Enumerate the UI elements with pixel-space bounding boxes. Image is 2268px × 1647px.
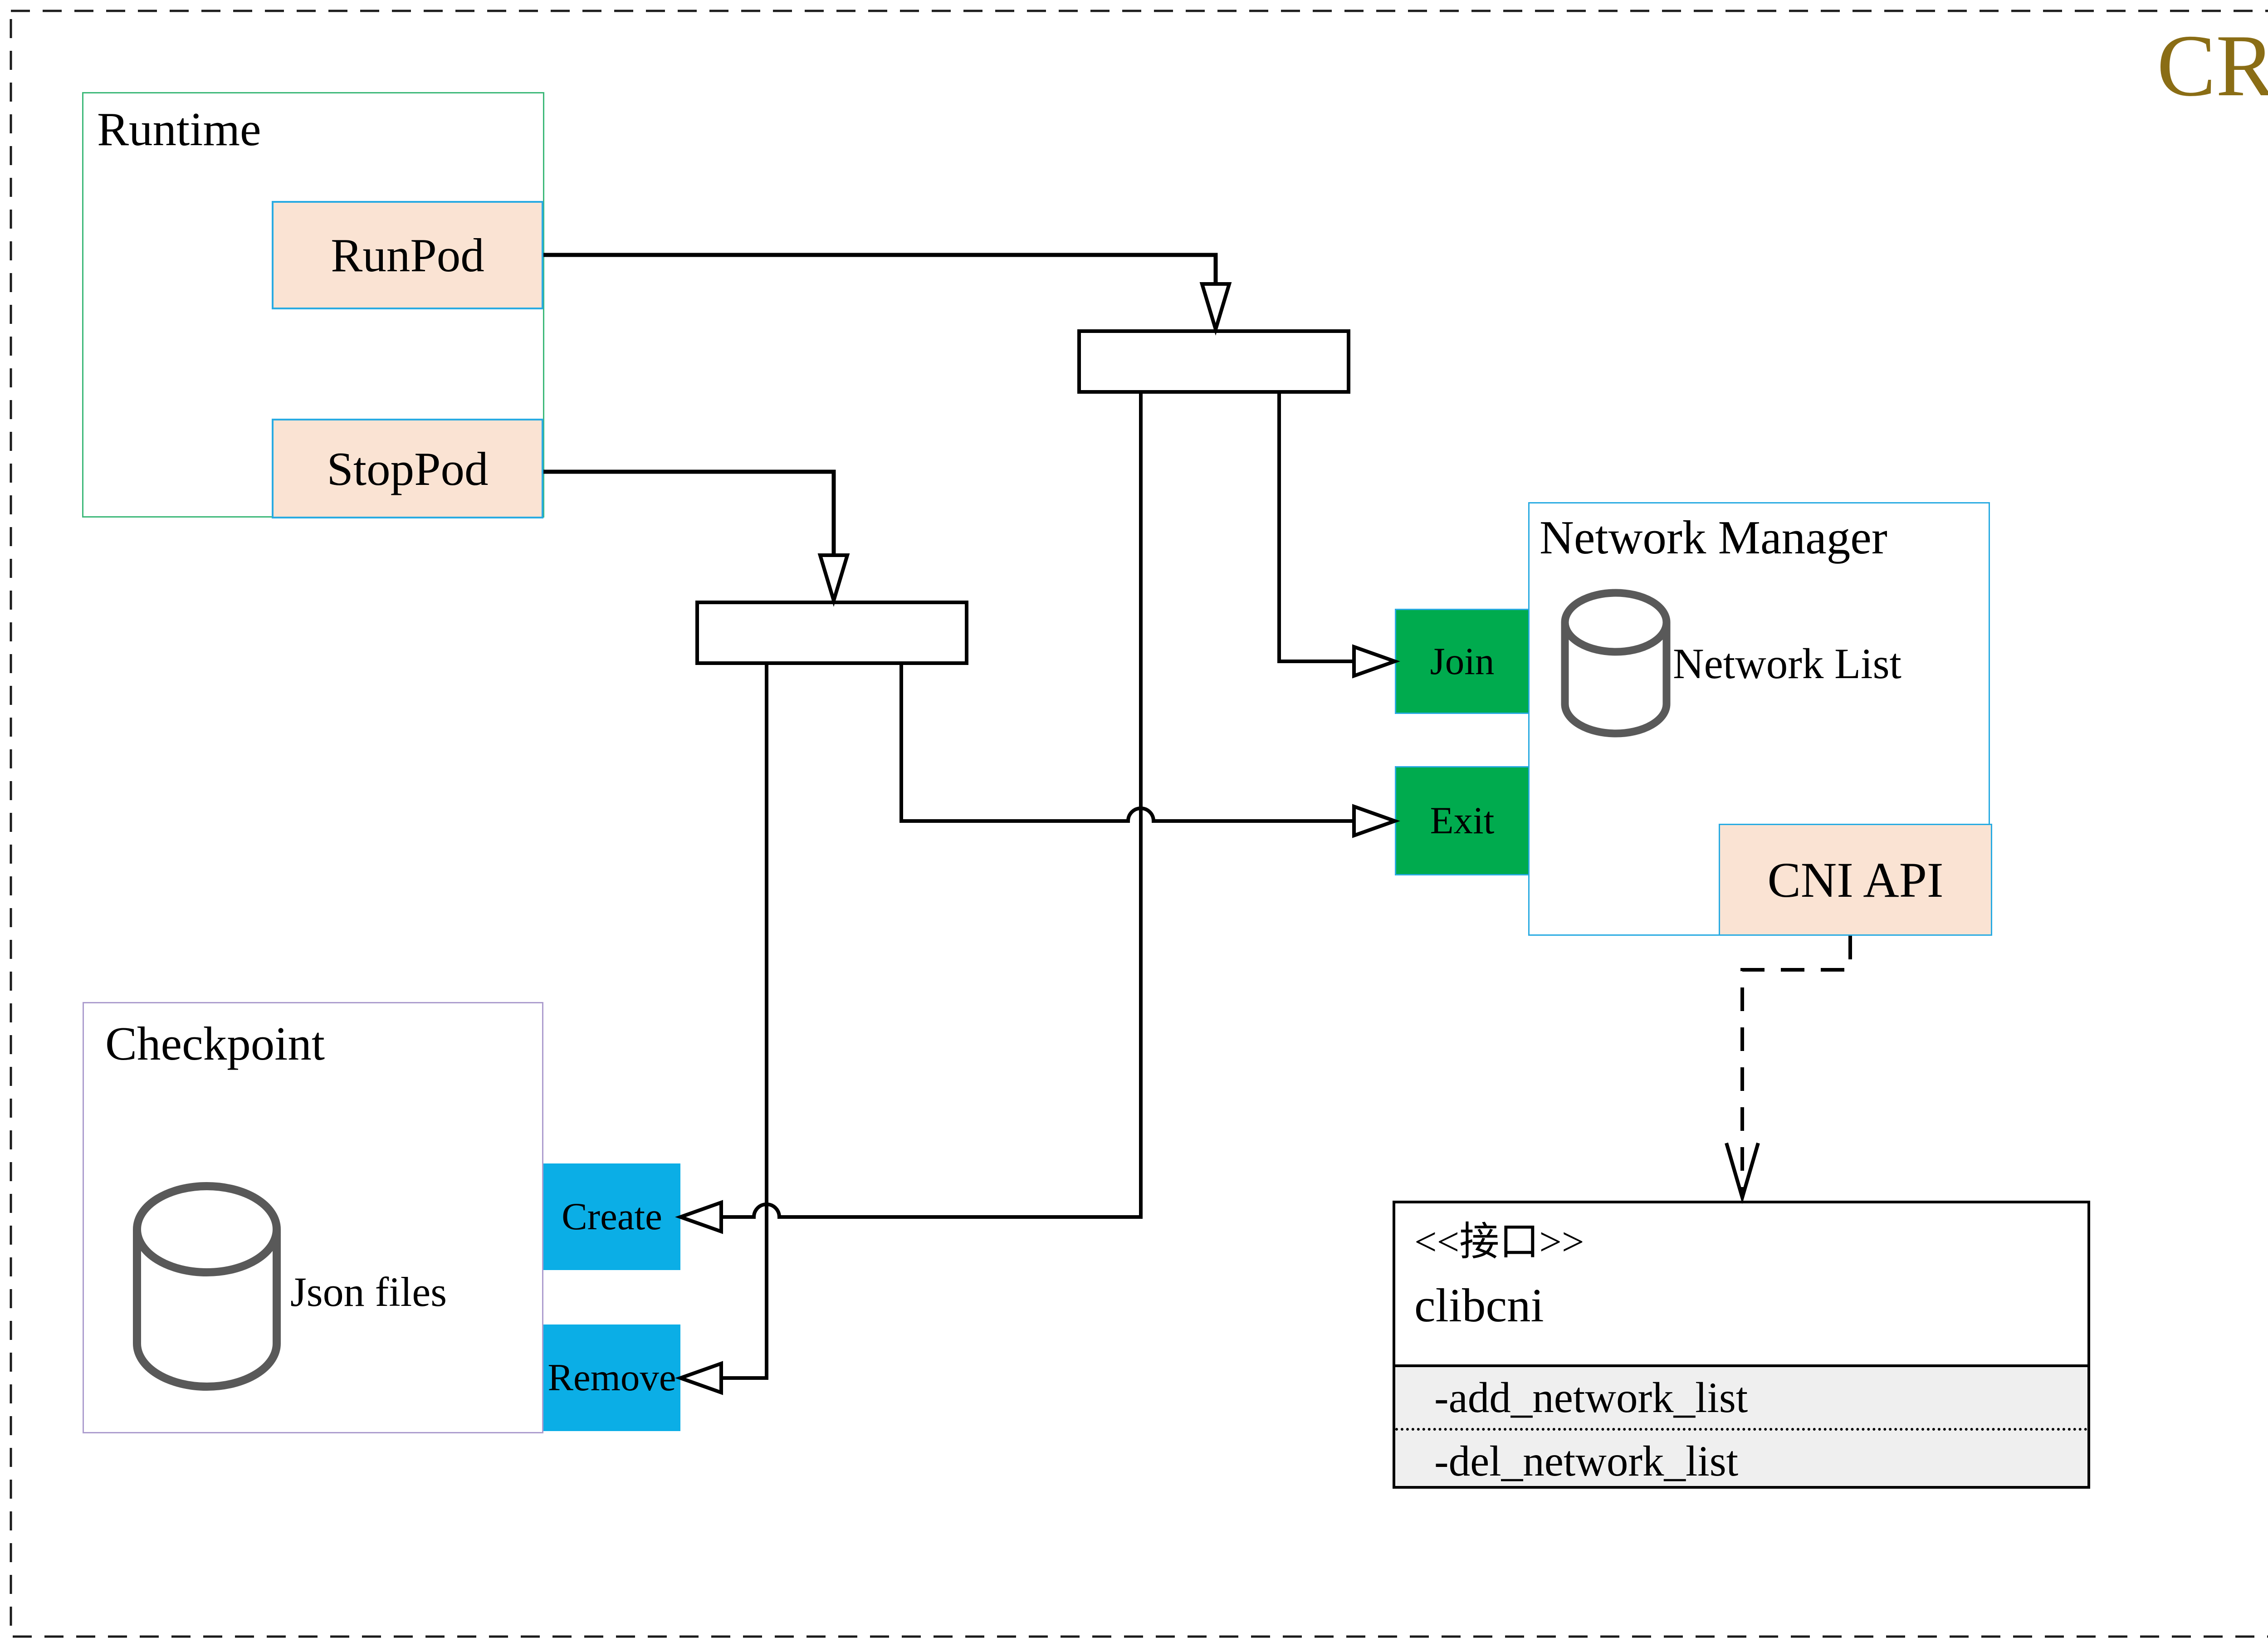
stoppod-button: StopPod [272, 419, 543, 518]
create-arrow-line [721, 394, 1143, 1219]
runpod-label: RunPod [331, 229, 484, 282]
stoppod-arrow-line [543, 469, 836, 555]
remove-label: Remove [547, 1356, 676, 1399]
runpod-button: RunPod [272, 201, 543, 309]
clibcni-methods-section: -add_network_list -del_network_list [1395, 1364, 2087, 1486]
cni-dependency-line [1740, 936, 1852, 1191]
create-arrowhead-icon [675, 1200, 723, 1234]
clibcni-method-del: -del_network_list [1395, 1428, 2087, 1491]
cni-api-label: CNI API [1767, 852, 1944, 908]
exit-label: Exit [1430, 799, 1495, 842]
clibcni-method-add: -add_network_list [1434, 1373, 1748, 1422]
runtime-title: Runtime [97, 103, 261, 156]
exit-arrowhead-icon [1352, 804, 1400, 838]
network-list-label: Network List [1673, 640, 1901, 688]
page-title: CRI [2157, 17, 2268, 115]
runpod-arrowhead-icon [1199, 282, 1232, 336]
stoppod-arrowhead-icon [817, 553, 850, 607]
remove-arrowhead-icon [675, 1361, 723, 1395]
clibcni-stereotype: <<接口>> [1414, 1220, 1584, 1264]
cni-dependency-arrowhead-icon [1725, 1142, 1760, 1204]
clibcni-header: <<接口>> clibcni [1395, 1203, 2087, 1364]
cni-api-button: CNI API [1719, 824, 1992, 936]
exit-arrow-line [899, 665, 1354, 823]
exit-button: Exit [1395, 766, 1530, 875]
clibcni-name: clibcni [1414, 1279, 1544, 1332]
create-label: Create [562, 1195, 662, 1238]
junction-box-runpod [1077, 329, 1350, 394]
json-files-label: Json files [290, 1269, 447, 1315]
remove-arrow-line [721, 665, 768, 1380]
remove-button: Remove [543, 1324, 680, 1431]
join-arrowhead-icon [1352, 644, 1400, 679]
join-label: Join [1430, 640, 1495, 683]
clibcni-interface-class: <<接口>> clibcni -add_network_list -del_ne… [1393, 1201, 2090, 1489]
stoppod-label: StopPod [327, 442, 489, 495]
join-button: Join [1395, 609, 1530, 714]
join-arrow-line [1277, 394, 1354, 663]
checkpoint-title: Checkpoint [105, 1017, 325, 1070]
create-button: Create [543, 1163, 680, 1270]
network-manager-title: Network Manager [1540, 511, 1887, 564]
runpod-arrow-line [543, 253, 1218, 284]
junction-box-stoppod [695, 601, 968, 665]
